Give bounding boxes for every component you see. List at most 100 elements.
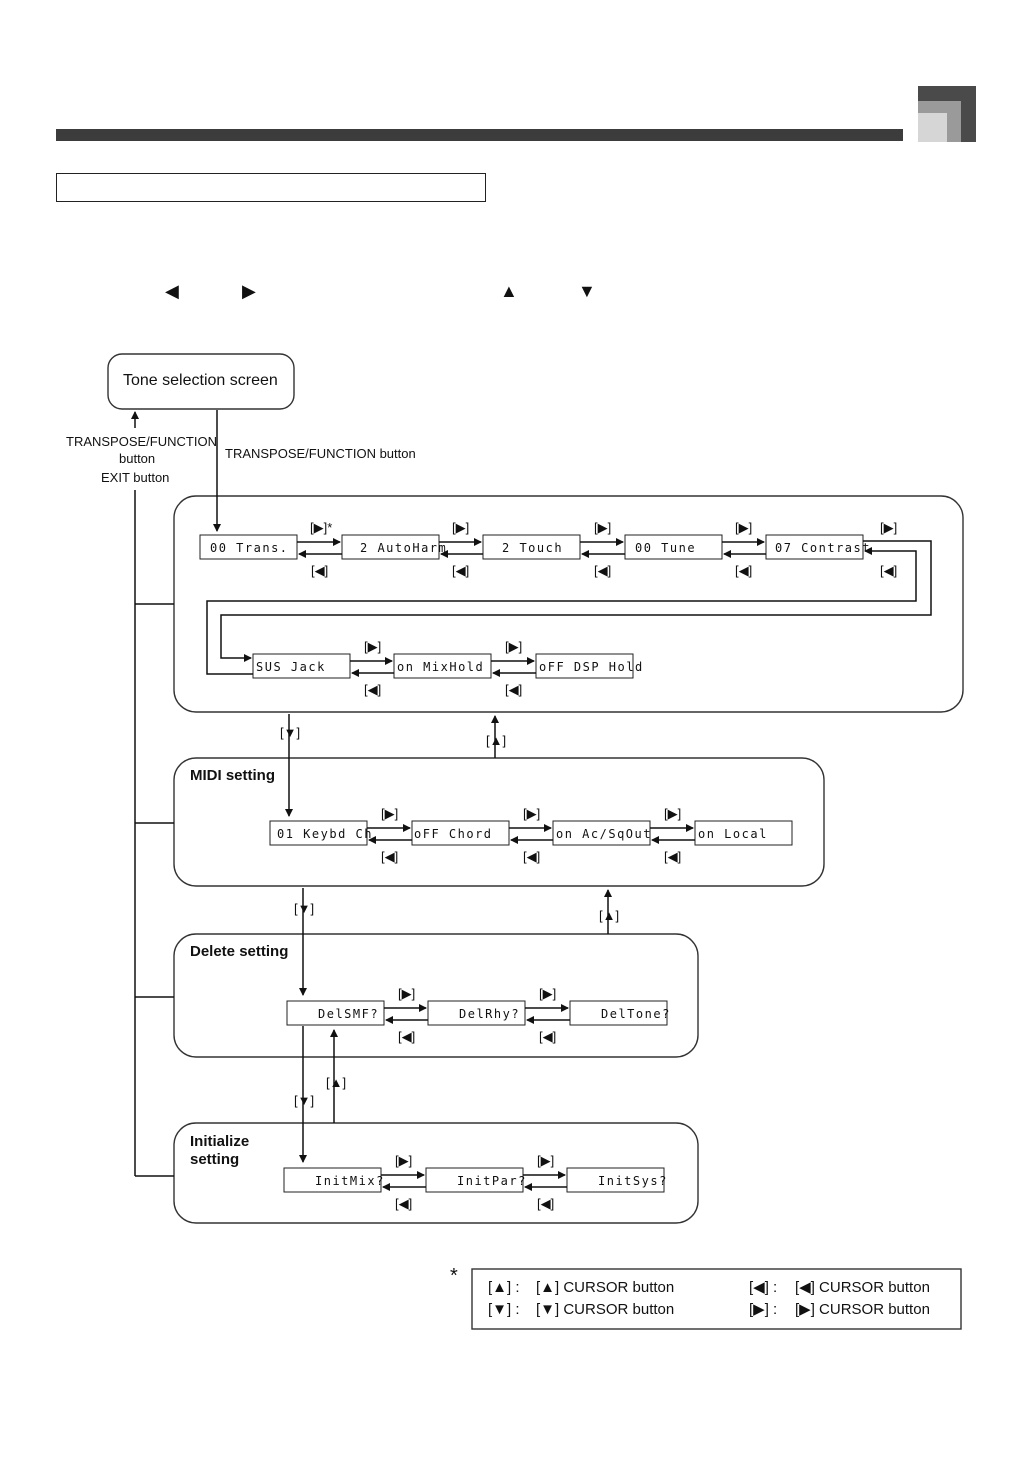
legend-down-key: [▼] : (488, 1301, 520, 1318)
lcd-box-chord (411, 820, 510, 846)
legend-box (471, 1268, 962, 1330)
tone-screen-box (107, 353, 295, 410)
lcd-deltone: DelTone? (601, 1007, 671, 1021)
lcd-delrhy: DelRhy? (459, 1007, 521, 1021)
lcd-contrast: 07 Contrast (775, 541, 871, 555)
group-box-initialize (173, 1122, 699, 1224)
lcd-chord: oFF Chord (414, 827, 493, 841)
lcd-mixhold: on MixHold (397, 660, 485, 674)
lcd-box-autoharm (341, 534, 440, 560)
lcd-box-delsmf (286, 1000, 385, 1026)
lcd-box-initmix (283, 1167, 382, 1193)
left-arrow-icon: ◀ (165, 281, 179, 301)
lcd-tune: 00 Tune (635, 541, 697, 555)
delete-setting-title: Delete setting (190, 943, 289, 960)
lcd-box-dsphold (535, 653, 634, 679)
legend-right-key: [▶] : (749, 1301, 778, 1318)
lcd-initsys: InitSys? (598, 1174, 668, 1188)
left-button-label: [◀] (664, 849, 682, 864)
lcd-box-initsys (566, 1167, 665, 1193)
right-button-label: [▶] (381, 806, 399, 821)
down-button-label: [▼] (294, 1093, 315, 1108)
lcd-box-initpar (425, 1167, 524, 1193)
right-button-label: [▶] (735, 520, 753, 535)
transpose-function-label-left: TRANSPOSE/FUNCTION (66, 434, 217, 449)
lcd-local: on Local (698, 827, 768, 841)
left-button-label: [◀] (735, 563, 753, 578)
right-button-label: [▶] (452, 520, 470, 535)
lcd-box-sus (252, 653, 351, 679)
left-button-label: [◀] (523, 849, 541, 864)
right-button-label: [▶] (539, 986, 557, 1001)
lcd-dsphold: oFF DSP Hold (539, 660, 644, 674)
left-button-label: [◀] (395, 1196, 413, 1211)
right-button-label: [▶] (505, 639, 523, 654)
legend-asterisk: * (450, 1265, 458, 1287)
lcd-box-keybd (269, 820, 368, 846)
right-button-label: [▶] (537, 1153, 555, 1168)
legend-down-desc: [▼] CURSOR button (536, 1301, 675, 1318)
section-title-box (56, 173, 486, 202)
group-box-delete (173, 933, 699, 1058)
corner-mark-light (918, 113, 947, 142)
group-box-midi (173, 757, 825, 887)
right-arrow-icon: ▶ (242, 281, 256, 301)
lcd-autoharm: 2 AutoHarm (360, 541, 448, 555)
button-word-label: button (119, 451, 156, 466)
midi-setting-title: MIDI setting (190, 767, 275, 784)
wrap-back-line (206, 547, 917, 675)
right-button-label: [▶] (880, 520, 898, 535)
down-arrow-icon: ▼ (578, 281, 596, 301)
transpose-function-label-right: TRANSPOSE/FUNCTION button (225, 446, 416, 461)
legend-left-desc: [◀] CURSOR button (795, 1279, 930, 1296)
left-button-label: [◀] (452, 563, 470, 578)
initialize-setting-title-line1: Initialize (190, 1133, 250, 1150)
group-box-function (173, 495, 964, 713)
initialize-setting-title-line2: setting (190, 1151, 240, 1168)
tone-selection-label: Tone selection screen (123, 372, 278, 389)
header-bar (56, 129, 903, 141)
lcd-keybd-ch: 01 Keybd Ch (277, 827, 373, 841)
lcd-box-mixhold (393, 653, 492, 679)
right-button-label: [▶]* (310, 520, 333, 535)
up-arrow-icon: ▲ (500, 281, 518, 301)
left-button-label: [◀] (594, 563, 612, 578)
legend-up-key: [▲] : (488, 1279, 520, 1296)
lcd-box-trans (199, 534, 298, 560)
right-button-label: [▶] (523, 806, 541, 821)
exit-button-label: EXIT button (101, 470, 170, 485)
lcd-box-touch (482, 534, 581, 560)
lcd-trans: 00 Trans. (210, 541, 289, 555)
lcd-box-tune (624, 534, 723, 560)
up-button-label: [▲] (599, 908, 620, 923)
lcd-box-acsq (552, 820, 651, 846)
left-button-label: [◀] (505, 682, 523, 697)
left-button-label: [◀] (364, 682, 382, 697)
legend-left-key: [◀] : (749, 1279, 778, 1296)
down-button-label: [▼] (294, 901, 315, 916)
lcd-box-delrhy (427, 1000, 526, 1026)
up-button-label: [▲] (486, 733, 507, 748)
lcd-sus-jack: SUS Jack (256, 660, 326, 674)
legend-up-desc: [▲] CURSOR button (536, 1279, 675, 1296)
wrap-forward-line (220, 540, 932, 662)
left-button-label: [◀] (537, 1196, 555, 1211)
lcd-box-local (694, 820, 793, 846)
down-button-label: [▼] (280, 725, 301, 740)
lcd-box-deltone (569, 1000, 668, 1026)
lcd-box-contrast (765, 534, 864, 560)
right-button-label: [▶] (664, 806, 682, 821)
lcd-initpar: InitPar? (457, 1174, 527, 1188)
lcd-touch: 2 Touch (502, 541, 564, 555)
lcd-acsqout: on Ac/SqOut (556, 827, 652, 841)
left-button-label: [◀] (880, 563, 898, 578)
right-button-label: [▶] (364, 639, 382, 654)
lcd-delsmf: DelSMF? (318, 1007, 380, 1021)
right-button-label: [▶] (398, 986, 416, 1001)
right-button-label: [▶] (594, 520, 612, 535)
left-button-label: [◀] (398, 1029, 416, 1044)
legend-right-desc: [▶] CURSOR button (795, 1301, 930, 1318)
left-button-label: [◀] (311, 563, 329, 578)
right-button-label: [▶] (395, 1153, 413, 1168)
